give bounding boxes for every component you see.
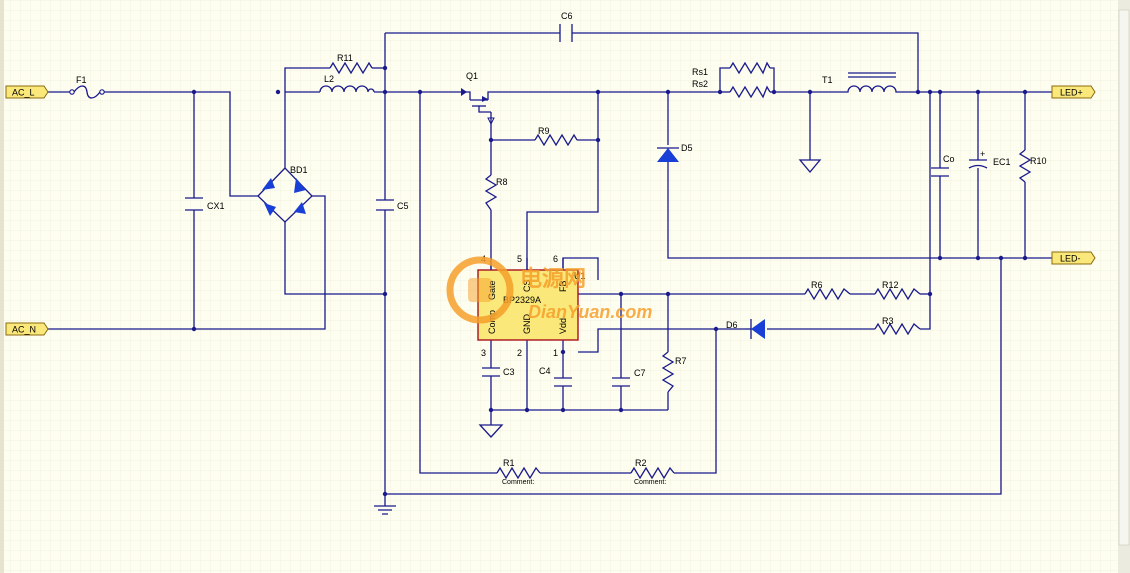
label-d5: D5: [681, 143, 693, 153]
resistor-rs2[interactable]: Rs2: [692, 79, 771, 99]
label-r2: R2: [635, 458, 647, 468]
label-u1: U1: [574, 271, 586, 281]
sheet-border-left: [0, 0, 4, 573]
label-r10: R10: [1030, 156, 1047, 166]
ic-pin-number-2: 2: [517, 348, 522, 358]
ground-symbol-output: [798, 159, 822, 174]
transformer-t1[interactable]: T1: [822, 72, 900, 93]
ic-pin-number-6: 6: [553, 254, 558, 264]
label-r8: R8: [496, 177, 508, 187]
label-r1-comment: Comment:: [502, 479, 534, 486]
ic-pin-fb: FB: [558, 280, 568, 292]
inductor-l2[interactable]: L2: [319, 74, 375, 93]
watermark-en: DianYuan.com: [528, 302, 652, 322]
diode-d6[interactable]: D6: [726, 319, 765, 339]
label-r7: R7: [675, 356, 687, 366]
port-led-minus-label: LED-: [1060, 254, 1081, 264]
watermark-logo: 电源网 DianYuan.com: [446, 256, 652, 324]
label-ec1-polarity: +: [980, 149, 985, 159]
resistor-r7[interactable]: R7: [661, 351, 687, 393]
label-r3: R3: [882, 316, 894, 326]
label-c4: C4: [539, 366, 551, 376]
label-d6: D6: [726, 320, 738, 330]
ic-pin-gnd: GND: [522, 314, 532, 335]
label-l2: L2: [324, 74, 334, 84]
bridge-rectifier-bd1[interactable]: BD1: [257, 165, 313, 223]
label-f1: F1: [76, 75, 87, 85]
resistor-r11[interactable]: R11: [329, 53, 373, 75]
fuse-f1[interactable]: F1: [69, 75, 105, 99]
ground-symbol-ic: [478, 424, 504, 438]
port-ac-n-label: AC_N: [12, 325, 36, 335]
resistor-r12[interactable]: R12: [874, 280, 921, 301]
capacitor-c6[interactable]: C6: [559, 11, 573, 42]
label-ic-part: BP2329A: [503, 295, 541, 305]
label-c5: C5: [397, 201, 409, 211]
label-q1: Q1: [466, 71, 478, 81]
port-led-plus[interactable]: LED+: [1051, 85, 1096, 99]
junction-dots: [191, 65, 1028, 497]
resistor-r8[interactable]: R8: [484, 174, 508, 211]
label-ec1: EC1: [993, 157, 1011, 167]
label-bd1: BD1: [290, 165, 308, 175]
capacitor-c3[interactable]: C3: [482, 367, 515, 377]
ground-symbol-earth: [374, 505, 396, 515]
label-rs2: Rs2: [692, 79, 708, 89]
resistor-r2[interactable]: R2 Comment:: [630, 458, 675, 486]
resistor-r9[interactable]: R9: [534, 126, 578, 147]
label-c6: C6: [561, 11, 573, 21]
capacitor-cx1[interactable]: CX1: [185, 197, 225, 211]
port-ac-n[interactable]: AC_N: [5, 322, 49, 336]
label-cx1: CX1: [207, 201, 225, 211]
label-r9: R9: [538, 126, 550, 136]
ic-u1[interactable]: 4 5 6 3 2 1 Gate CS FB Comp GND Vdd BP23…: [477, 254, 586, 358]
capacitor-c7[interactable]: C7: [612, 368, 646, 387]
port-ac-l-label: AC_L: [12, 88, 35, 98]
resistor-rs1[interactable]: Rs1: [692, 61, 771, 77]
label-r2-comment: Comment:: [634, 479, 666, 486]
scrollbar-thumb[interactable]: [1118, 9, 1130, 546]
label-c7: C7: [634, 368, 646, 378]
label-r12: R12: [882, 280, 899, 290]
label-r6: R6: [811, 280, 823, 290]
label-c3: C3: [503, 367, 515, 377]
ic-pin-number-5: 5: [517, 254, 522, 264]
capacitor-c5[interactable]: C5: [376, 199, 409, 211]
diode-d5[interactable]: D5: [657, 143, 693, 168]
label-t1: T1: [822, 75, 833, 85]
watermark-cn: 电源网: [520, 266, 586, 291]
ic-pin-number-1: 1: [553, 348, 558, 358]
port-led-minus[interactable]: LED-: [1051, 251, 1096, 265]
label-r1: R1: [503, 458, 515, 468]
resistor-r10[interactable]: R10: [1018, 149, 1047, 183]
resistor-r6[interactable]: R6: [804, 280, 851, 301]
label-co: Co: [943, 154, 955, 164]
resistor-r1[interactable]: R1 Comment:: [496, 458, 541, 486]
capacitor-c4[interactable]: C4: [539, 366, 572, 387]
ic-pin-vdd: Vdd: [558, 318, 568, 334]
ic-pin-number-3: 3: [481, 348, 486, 358]
label-rs1: Rs1: [692, 67, 708, 77]
port-led-plus-label: LED+: [1060, 88, 1083, 98]
port-ac-l[interactable]: AC_L: [5, 85, 49, 99]
resistor-r3[interactable]: R3: [874, 316, 921, 336]
capacitor-ec1[interactable]: + EC1: [968, 149, 1011, 169]
capacitor-co[interactable]: Co: [931, 154, 955, 177]
ic-pin-comp: Comp: [487, 310, 497, 334]
mosfet-q1[interactable]: Q1: [460, 71, 496, 126]
label-r11: R11: [337, 53, 353, 63]
ic-pin-cs: CS: [522, 279, 532, 292]
